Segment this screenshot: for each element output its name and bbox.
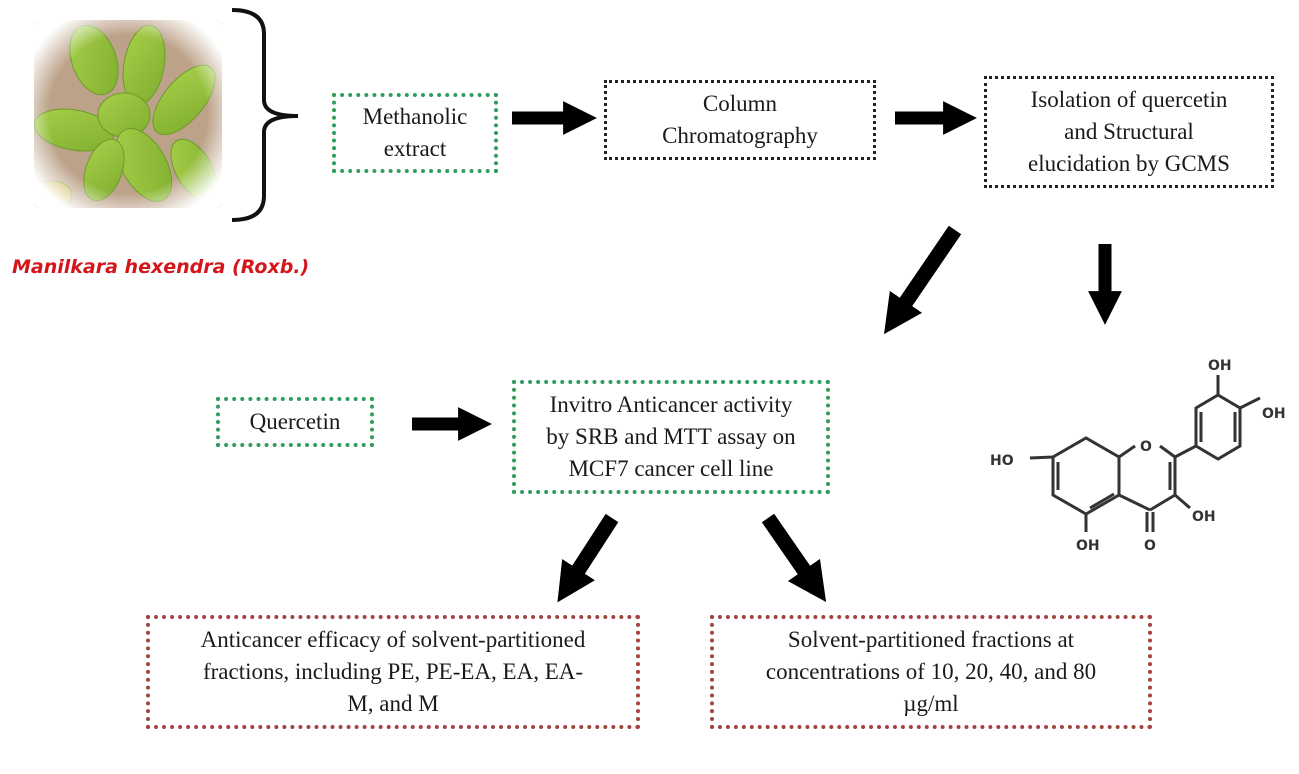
label-oh-top: OH xyxy=(1208,358,1232,374)
label-ho-left: HO xyxy=(990,453,1014,469)
arrow-invitro-to-efficacy xyxy=(557,513,619,603)
node-invitro-activity: Invitro Anticancer activity by SRB and MT… xyxy=(512,380,830,494)
node-text: Invitro Anticancer activity xyxy=(549,392,793,417)
node-text: Column xyxy=(702,91,778,116)
node-text: M, and M xyxy=(347,691,439,716)
curly-brace xyxy=(231,8,299,222)
node-anticancer-efficacy: Anticancer efficacy of solvent-partition… xyxy=(146,615,640,729)
node-text: µg/ml xyxy=(903,691,959,716)
label-oh-3: OH xyxy=(1192,509,1216,525)
node-text: Chromatography xyxy=(662,123,818,148)
label-o-ring: O xyxy=(1140,439,1152,455)
node-text: Quercetin xyxy=(249,409,341,434)
node-isolation: Isolation of quercetin and Structural eluc… xyxy=(984,76,1274,188)
node-methanolic-extract: Methanolic extract xyxy=(332,93,498,173)
node-text: elucidation by GCMS xyxy=(1028,151,1230,176)
node-quercetin: Quercetin xyxy=(216,397,374,447)
node-text: MCF7 cancer cell line xyxy=(568,456,774,481)
label-oh-right: OH xyxy=(1262,406,1286,422)
node-text: Anticancer efficacy of solvent-partition… xyxy=(200,627,586,652)
label-oh-5: OH xyxy=(1076,538,1100,554)
quercetin-structure xyxy=(1029,375,1261,532)
node-text: extract xyxy=(383,136,447,161)
plant-photo xyxy=(34,20,222,208)
node-text: Isolation of quercetin xyxy=(1030,87,1228,112)
node-text: concentrations of 10, 20, 40, and 80 xyxy=(765,659,1097,684)
arrow-isolation-to-invitro xyxy=(884,225,962,335)
node-text: Solvent-partitioned fractions at xyxy=(787,627,1075,652)
arrow-invitro-to-concentrations xyxy=(761,513,827,603)
node-text: by SRB and MTT assay on xyxy=(546,424,796,449)
node-text: and Structural xyxy=(1064,119,1194,144)
node-concentrations: Solvent-partitioned fractions at concentr… xyxy=(710,615,1152,729)
label-o-keto: O xyxy=(1144,538,1156,554)
node-text: fractions, including PE, PE-EA, EA, EA- xyxy=(202,659,584,684)
node-text: Methanolic xyxy=(362,104,468,129)
species-label: Manilkara hexendra (Roxb.) xyxy=(12,256,310,278)
